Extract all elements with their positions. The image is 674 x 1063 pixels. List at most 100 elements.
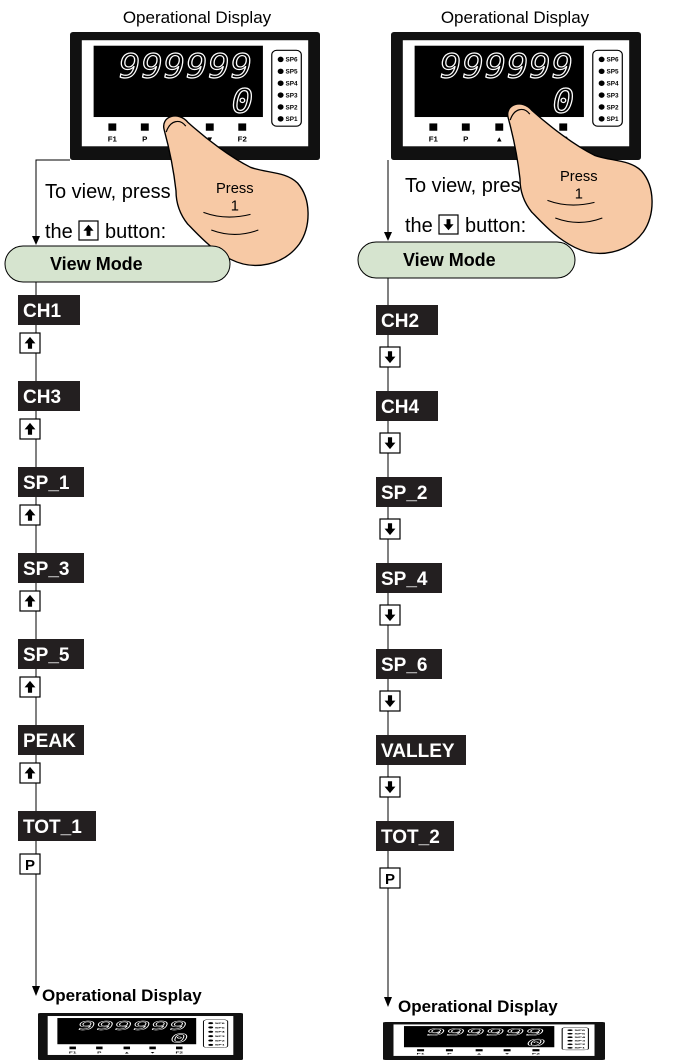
col2-flow-line: [384, 160, 392, 241]
col2-bottom-key-f1-button[interactable]: [417, 1049, 425, 1052]
col1-item-peak-text: PEAK: [23, 731, 76, 752]
col2-setpoint-led-sp1: [598, 116, 605, 122]
col1-setpoint-label-sp1: SP1: [286, 116, 299, 123]
col2-step-3-button[interactable]: [379, 518, 401, 540]
col2-step-6-button[interactable]: [379, 776, 401, 798]
col2-setpoint-label-sp3: SP3: [607, 93, 620, 100]
col2-setpoint-label-sp6: SP6: [607, 57, 620, 64]
col1-bottom-setpoint-label-sp5: SP5: [215, 1026, 226, 1029]
col1-step-5-button[interactable]: [19, 676, 41, 698]
col2-step-1-button[interactable]: [379, 346, 401, 368]
down-arrow-icon: [443, 219, 454, 231]
col2-setpoint-led-sp6: [598, 56, 605, 63]
col1-step-6-button[interactable]: [19, 762, 41, 784]
col1-key-p-label: P: [142, 135, 147, 144]
col2-item-sp_4-text: SP_4: [381, 569, 428, 590]
col2-bottom-setpoint-label-sp5: SP5: [574, 1033, 586, 1035]
col2-bottom-key-f2-label: F2: [532, 1053, 540, 1056]
col1-fingernail: [165, 120, 187, 133]
col1-bottom-key-f2-button[interactable]: [176, 1046, 183, 1050]
col1-key-f1-button[interactable]: [108, 123, 117, 131]
col1-bottom-key-up-button[interactable]: [123, 1046, 131, 1050]
col1-key-f2-button[interactable]: [238, 123, 247, 131]
col1-instruction-suffix: button:: [105, 221, 166, 243]
col1-bottom-key-f1-button[interactable]: [69, 1046, 76, 1050]
col2-bottom-display-digit-bottom: 0: [527, 1037, 546, 1048]
col1-setpoint-led-sp3: [277, 92, 284, 98]
down-arrow-icon: [384, 695, 396, 708]
col2-instruction-line1: To view, press: [405, 175, 531, 197]
col1-key-p-button[interactable]: [140, 123, 149, 131]
col1-key-down-button[interactable]: [205, 123, 214, 131]
col2-bottom-setpoint-led-sp2: [567, 1043, 573, 1046]
col1-step-4-button[interactable]: [19, 590, 41, 612]
col2-key-f2-button[interactable]: [559, 123, 568, 131]
col1-bottom-meter-display-window: [57, 1018, 197, 1045]
col2-instruction-suffix: button:: [465, 215, 526, 237]
col1-bottom-display-digits-top: 999999: [78, 1019, 188, 1033]
col1-step-1-button[interactable]: [19, 332, 41, 354]
col2-exit-p-key[interactable]: P: [379, 867, 401, 889]
col1-flow-line: [32, 159, 70, 245]
col2-display-digit-bottom: 0: [553, 83, 574, 121]
col1-bottom-setpoint-led-sp3: [208, 1035, 214, 1038]
col1-item-tot_1-text: TOT_1: [23, 817, 82, 838]
up-arrow-icon: [24, 336, 36, 349]
col2-bottom-display-digits-top: 999999: [427, 1027, 546, 1038]
col2-bottom-key-down-label: ▼: [504, 1053, 511, 1056]
col2-key-f1-button[interactable]: [429, 123, 438, 131]
col1-instruction-line1: To view, press: [45, 181, 171, 203]
col2-exit-key-label: P: [385, 871, 395, 888]
col2-bottom-key-f1-label: F1: [417, 1053, 425, 1056]
col2-item-valley: VALLEY: [376, 735, 466, 765]
col1-bottom-key-f2-label: F2: [175, 1051, 183, 1054]
col2-setpoint-label-sp1: SP1: [607, 116, 620, 123]
col1-setpoint-led-sp4: [277, 80, 284, 86]
col1-bottom-setpoint-label-sp6: SP6: [215, 1022, 226, 1025]
col1-setpoint-label-sp4: SP4: [286, 81, 299, 88]
col1-item-sp_1-text: SP_1: [23, 473, 70, 494]
col1-bottom-key-down-button[interactable]: [149, 1046, 156, 1050]
col1-key-f1-label: F1: [108, 135, 117, 144]
col1-step-3-button[interactable]: [19, 504, 41, 526]
col1-key-down-label: ▼: [206, 135, 214, 144]
col1-setpoint-label-sp3: SP3: [286, 93, 299, 100]
col1-bottom-setpoint-led-sp5: [208, 1026, 214, 1029]
col2-bottom-meter-display-window: [403, 1026, 555, 1048]
col2-item-ch2-text: CH2: [381, 311, 419, 332]
col1-exit-p-key[interactable]: P: [19, 853, 41, 875]
col2-item-tot_2: TOT_2: [376, 821, 454, 851]
down-arrow-icon: [384, 609, 396, 622]
col1-bottom-setpoint-led-sp6: [208, 1022, 214, 1025]
col2-bottom-key-p-label: P: [447, 1053, 452, 1056]
col2-key-p-button[interactable]: [461, 123, 470, 131]
col2-fingernail: [509, 108, 531, 121]
col2-bottom-key-down-button[interactable]: [503, 1049, 511, 1052]
col1-finger-crease: [203, 211, 251, 218]
col2-hand-shape: [507, 103, 653, 255]
col2-bottom-setpoint-led-sp4: [567, 1036, 573, 1039]
col1-bottom-setpoint-label-sp4: SP4: [215, 1030, 226, 1033]
col1-bottom-key-p-button[interactable]: [96, 1046, 103, 1050]
col2-item-ch4: CH4: [376, 391, 438, 421]
col2-step-5-button[interactable]: [379, 690, 401, 712]
col2-step-2-button[interactable]: [379, 432, 401, 454]
col2-bottom-key-up-button[interactable]: [475, 1049, 483, 1052]
col2-bottom-key-f2-button[interactable]: [532, 1049, 540, 1052]
col1-item-peak: PEAK: [18, 725, 84, 755]
col2-top-title: Operational Display: [441, 8, 590, 27]
col2-key-up-label: ▲: [495, 135, 503, 144]
col1-item-sp_5-text: SP_5: [23, 645, 70, 666]
up-arrow-icon: [24, 508, 36, 521]
col1-bottom-key-f1-label: F1: [69, 1051, 77, 1054]
col1-step-2-button[interactable]: [19, 418, 41, 440]
col2-mode-banner: View Mode: [357, 241, 576, 279]
col2-bottom-key-p-button[interactable]: [445, 1049, 453, 1052]
col2-key-up-button[interactable]: [495, 123, 504, 131]
col1-item-ch1-text: CH1: [23, 301, 61, 322]
col2-step-4-button[interactable]: [379, 604, 401, 626]
up-arrow-icon: [83, 224, 94, 236]
col1-display-digit-bottom: 0: [232, 83, 253, 121]
